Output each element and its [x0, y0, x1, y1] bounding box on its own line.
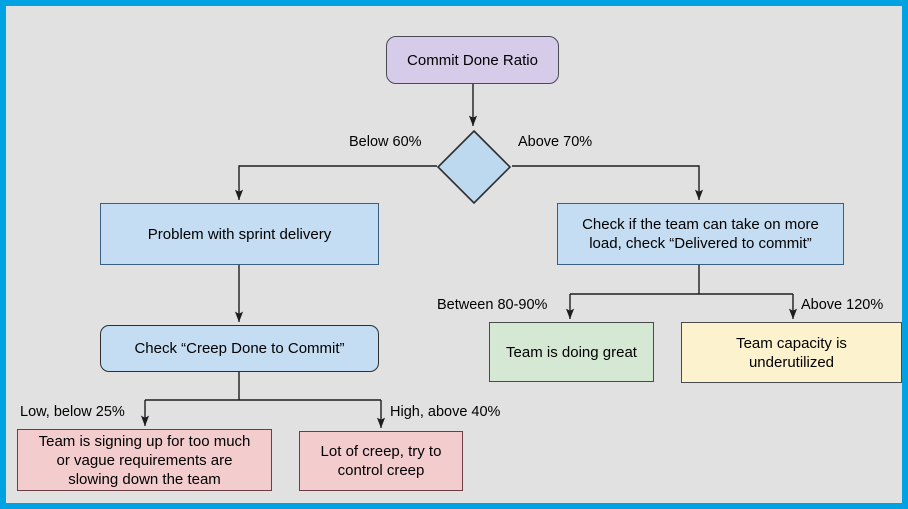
- node-team-is-doing-great[interactable]: Team is doing great: [489, 322, 654, 382]
- node-check-more-load-line2: load, check “Delivered to commit”: [589, 235, 812, 252]
- node-team-signing-up-too-much[interactable]: Team is signing up for too much or vague…: [17, 429, 272, 491]
- node-check-creep-done-to-commit[interactable]: Check “Creep Done to Commit”: [100, 325, 379, 372]
- node-underutilized-line2: underutilized: [748, 353, 835, 371]
- node-commit-done-ratio-label: Commit Done Ratio: [407, 51, 538, 69]
- node-check-more-load-line1: Check if the team can take on more: [582, 216, 819, 233]
- node-check-creep-label: Check “Creep Done to Commit”: [134, 340, 345, 357]
- node-lot-of-creep-line1: Lot of creep, try to: [320, 443, 442, 460]
- diamond-shape: [436, 129, 512, 205]
- node-doing-great-label: Team is doing great: [506, 343, 637, 361]
- edge-label-above-70: Above 70%: [518, 134, 593, 150]
- node-lot-of-creep[interactable]: Lot of creep, try to control creep: [299, 431, 463, 491]
- node-signing-up-line1: Team is signing up for too much: [38, 432, 251, 450]
- node-problem-with-sprint-delivery[interactable]: Problem with sprint delivery: [100, 203, 379, 265]
- node-decision-diamond[interactable]: [436, 129, 512, 205]
- node-signing-up-line2: or vague requirements are: [56, 451, 233, 469]
- edge-label-low-below-25: Low, below 25%: [20, 404, 125, 420]
- edge-decision-to-problem: [234, 165, 437, 201]
- node-signing-up-line3: slowing down the team: [68, 470, 221, 488]
- node-lot-of-creep-line2: control creep: [337, 462, 425, 479]
- edge-label-between-80-90: Between 80-90%: [437, 297, 548, 313]
- node-check-more-load[interactable]: Check if the team can take on more load,…: [557, 203, 844, 265]
- edge-label-above-120: Above 120%: [801, 297, 884, 313]
- edge-label-high-above-40: High, above 40%: [390, 404, 501, 420]
- node-underutilized-line1: Team capacity is: [736, 334, 847, 352]
- node-team-capacity-underutilized[interactable]: Team capacity is underutilized: [681, 322, 902, 383]
- connector-layer: [140, 84, 798, 429]
- edge-decision-to-check-load: [512, 165, 704, 201]
- edge-label-below-60: Below 60%: [349, 134, 422, 150]
- node-commit-done-ratio[interactable]: Commit Done Ratio: [386, 36, 559, 84]
- node-problem-label: Problem with sprint delivery: [147, 225, 332, 243]
